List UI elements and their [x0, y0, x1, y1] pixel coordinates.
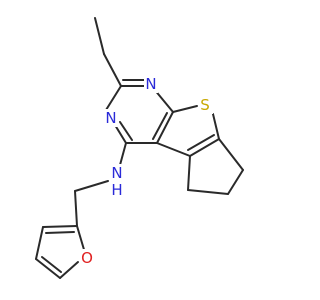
bond-c6-c5: [227, 169, 244, 195]
bond-c4-n1: [114, 124, 127, 144]
bond-c5-c4: [187, 189, 229, 195]
atom-oxygen: O: [80, 249, 94, 267]
bond-furan-c4-c5-double: [41, 256, 62, 273]
atom-nh: N H: [110, 164, 124, 199]
atom-n-left: N: [104, 109, 118, 127]
bond-furan-c4-c5: [35, 258, 61, 279]
atom-n-left-label: N: [105, 109, 116, 127]
bond-c7a-c4a-double: [152, 112, 168, 140]
bond-furan-c5-o: [59, 261, 79, 279]
atom-oxygen-label: O: [81, 249, 93, 267]
molecule-structure: N N S N H O: [35, 17, 244, 279]
atom-n-top: N: [144, 75, 158, 93]
bond-ethyl-ch2: [103, 53, 122, 87]
atom-n-top-label: N: [145, 75, 156, 93]
bond-c7a-c4a: [156, 111, 174, 144]
bond-furan-c3-c4: [35, 226, 44, 260]
bond-ch2-furan: [74, 190, 78, 227]
atom-sulfur-label: S: [200, 96, 210, 114]
bond-c7a-s: [172, 105, 198, 113]
bond-c4-c3a: [187, 155, 191, 191]
bond-c6a-c3a-double: [187, 134, 215, 151]
atom-nh-h-label: H: [111, 181, 122, 199]
bond-n1-c2: [105, 85, 122, 111]
bond-s-c6a: [212, 113, 220, 140]
bond-furan-c2-c3-double: [45, 231, 75, 234]
atom-sulfur: S: [198, 96, 213, 114]
bond-c6a-c6: [218, 138, 244, 171]
bond-furan-o-c2: [76, 225, 86, 254]
bond-furan-c2-c3: [42, 225, 78, 228]
bond-c4-n1-double: [119, 121, 133, 141]
bond-c4-nh: [119, 142, 127, 166]
bond-c3a-c4a: [156, 142, 191, 157]
atom-nh-n-label: N: [111, 164, 122, 182]
bond-nh-ch2: [74, 180, 109, 192]
bond-ethyl-ch3: [94, 17, 105, 55]
bond-c6a-c3a: [189, 138, 220, 157]
